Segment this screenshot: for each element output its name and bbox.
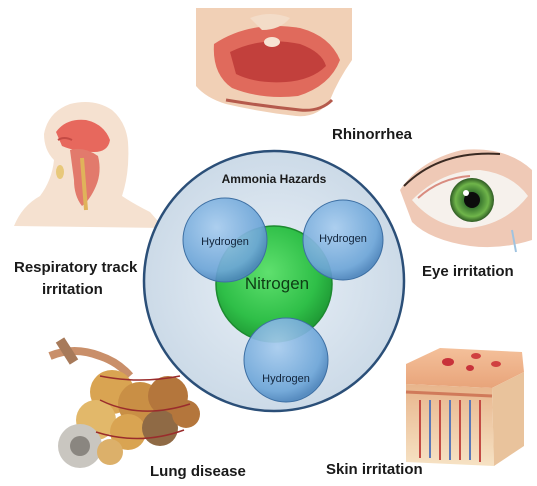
rhinorrhea-label: Rhinorrhea — [332, 125, 412, 144]
respiratory-illustration — [14, 102, 164, 228]
hydrogen-atom-bottom — [244, 318, 328, 402]
respiratory-label-line1: Respiratory track — [14, 258, 137, 277]
eye-illustration — [400, 149, 532, 252]
nose-illustration — [196, 8, 352, 116]
respiratory-label-line2: irritation — [42, 280, 103, 299]
hydrogen-left-label: Hydrogen — [183, 233, 267, 252]
lung-disease-label: Lung disease — [150, 462, 246, 481]
nitrogen-label: Nitrogen — [232, 274, 322, 293]
hydrogen-bottom-label: Hydrogen — [246, 370, 326, 389]
skin-illustration — [406, 348, 524, 466]
skin-irritation-label: Skin irritation — [326, 460, 423, 479]
center-title: Ammonia Hazards — [214, 172, 334, 187]
eye-irritation-label: Eye irritation — [422, 262, 514, 281]
hydrogen-right-label: Hydrogen — [303, 230, 383, 249]
